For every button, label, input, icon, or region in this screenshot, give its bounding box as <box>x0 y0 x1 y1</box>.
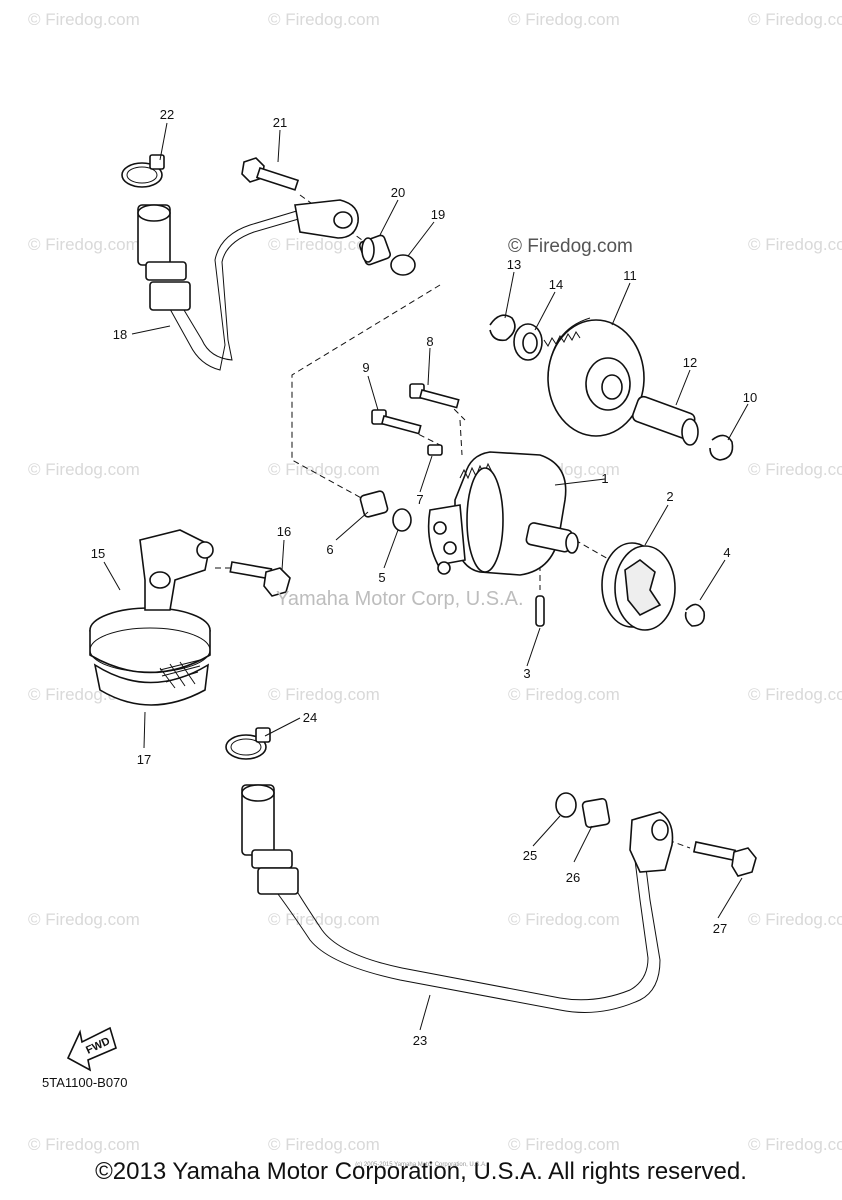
callout-15: 15 <box>91 546 105 561</box>
watermark: © Firedog.com <box>508 685 620 704</box>
watermark: © Firedog.com <box>268 1135 380 1154</box>
dowel-pin-7 <box>427 444 443 456</box>
watermark: © Firedog.com <box>28 10 140 29</box>
pin-3 <box>535 595 545 627</box>
watermark-grid: © Firedog.com © Firedog.com © Firedog.co… <box>28 10 842 1154</box>
callout-6: 6 <box>326 542 333 557</box>
callout-7: 7 <box>416 492 423 507</box>
watermark: © Firedog.com <box>508 910 620 929</box>
watermark-main: © Firedog.com <box>508 236 633 257</box>
callout-25: 25 <box>523 848 537 863</box>
collar-26 <box>581 797 611 829</box>
collar-20 <box>359 234 391 266</box>
callout-18: 18 <box>113 327 127 342</box>
dashed-line <box>639 829 691 849</box>
watermark: © Firedog.com <box>268 685 380 704</box>
circlip-10 <box>709 434 734 461</box>
callout-4: 4 <box>723 545 730 560</box>
watermark: © Firedog.com <box>748 235 842 254</box>
callout-9: 9 <box>362 360 369 375</box>
watermark: © Firedog.com <box>268 460 380 479</box>
callout-17: 17 <box>137 752 151 767</box>
callout-1: 1 <box>601 471 608 486</box>
callout-5: 5 <box>378 570 385 585</box>
bolt-16 <box>229 561 291 597</box>
callout-24: 24 <box>303 710 317 725</box>
dashed-line <box>459 419 463 456</box>
watermark: © Firedog.com <box>268 235 380 254</box>
oil-delivery-pipe-lower <box>241 784 674 1013</box>
o-ring-25 <box>555 792 577 818</box>
watermark: © Firedog.com <box>28 1135 140 1154</box>
callout-13: 13 <box>507 257 521 272</box>
circlip-13 <box>489 314 516 342</box>
collar-6 <box>359 490 389 518</box>
watermark: © Firedog.com <box>508 1135 620 1154</box>
bolt-27 <box>692 841 757 877</box>
center-watermark: Yamaha Motor Corp, U.S.A. <box>276 588 524 610</box>
callout-27: 27 <box>713 921 727 936</box>
copyright-footer: ©2013 Yamaha Motor Corporation, U.S.A. A… <box>95 1158 747 1185</box>
hose-clamp-24 <box>225 727 271 760</box>
callout-8: 8 <box>426 334 433 349</box>
callout-2: 2 <box>666 489 673 504</box>
hose-clamp-22 <box>121 154 165 188</box>
watermark: © Firedog.com <box>28 460 140 479</box>
oil-pump-assembly-1 <box>427 451 579 576</box>
watermark: © Firedog.com <box>28 235 140 254</box>
strainer-mesh <box>159 659 201 689</box>
washer-14 <box>513 323 543 361</box>
bolt-21 <box>241 157 300 191</box>
diagram-code: 5TA1100-B070 <box>42 1075 128 1090</box>
pump-driven-gear-11 <box>543 317 645 437</box>
watermark: © Firedog.com <box>508 10 620 29</box>
forward-arrow-icon: FWD <box>66 1026 117 1072</box>
callout-20: 20 <box>391 185 405 200</box>
dashed-line <box>291 284 441 501</box>
watermark: © Firedog.com <box>748 460 842 479</box>
callout-21: 21 <box>273 115 287 130</box>
watermark: © Firedog.com <box>268 10 380 29</box>
watermark: © Firedog.com <box>748 685 842 704</box>
callout-14: 14 <box>549 277 563 292</box>
o-ring-19 <box>390 254 416 276</box>
o-ring-5 <box>392 508 412 532</box>
callout-12: 12 <box>683 355 697 370</box>
pump-rotor-2 <box>601 542 676 631</box>
callout-11: 11 <box>623 268 637 283</box>
bolt-9 <box>371 409 422 435</box>
callout-22: 22 <box>160 107 174 122</box>
callout-19: 19 <box>431 207 445 222</box>
callout-10: 10 <box>743 390 757 405</box>
watermark: © Firedog.com <box>28 910 140 929</box>
watermark: © Firedog.com <box>748 910 842 929</box>
small-copyright: (c) 2005-2015 Yamaha Motor Corporation, … <box>355 1162 487 1168</box>
bolt-8 <box>409 383 460 409</box>
circlip-4 <box>684 603 706 627</box>
callout-26: 26 <box>566 870 580 885</box>
callout-leaders <box>103 122 749 1031</box>
oil-strainer-15 <box>89 529 214 706</box>
watermark: © Firedog.com <box>748 1135 842 1154</box>
dashed-line <box>574 539 611 561</box>
callout-numbers: 1 2 3 4 5 6 7 8 9 10 11 12 13 14 15 16 1… <box>91 107 757 1048</box>
watermark: © Firedog.com <box>268 910 380 929</box>
callout-3: 3 <box>523 666 530 681</box>
callout-16: 16 <box>277 524 291 539</box>
callout-23: 23 <box>413 1033 427 1048</box>
shaft-12 <box>631 395 699 446</box>
watermark: © Firedog.com <box>748 10 842 29</box>
oil-delivery-pipe-upper <box>137 199 359 371</box>
